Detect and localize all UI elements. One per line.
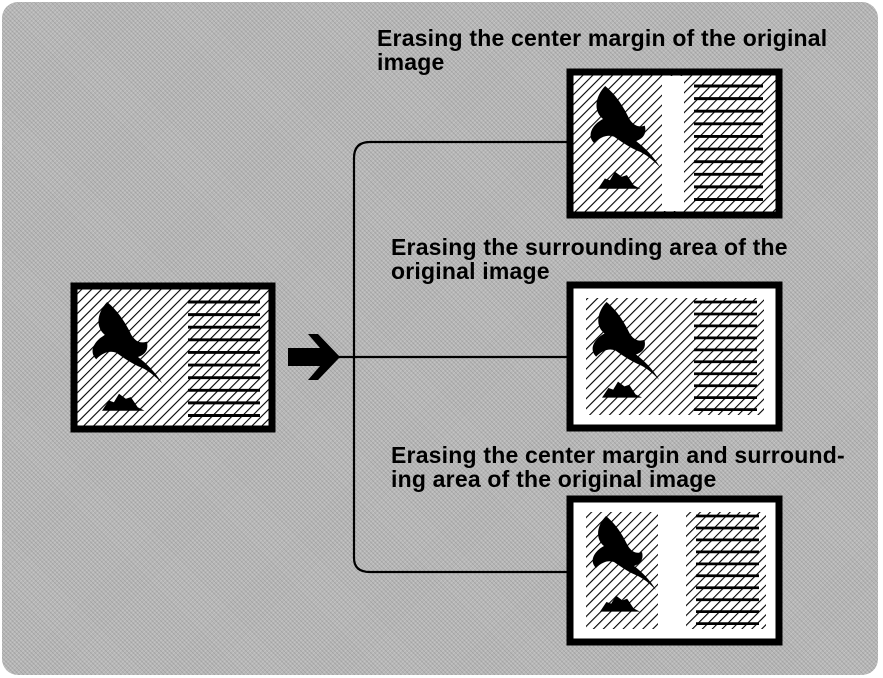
branch-connector <box>328 140 570 574</box>
caption-surrounding-area: Erasing the surrounding area of the orig… <box>391 234 788 284</box>
caption-center-margin: Erasing the center margin of the origina… <box>377 25 828 75</box>
result-center-margin-erased <box>566 68 783 219</box>
result-surrounding-area-erased <box>566 281 783 432</box>
result-center-and-surrounding-erased <box>566 495 783 646</box>
caption-center-and-surrounding: Erasing the center margin and surround-i… <box>391 442 845 492</box>
original-image-thumbnail <box>70 282 276 433</box>
arrow-right-icon <box>288 334 340 380</box>
